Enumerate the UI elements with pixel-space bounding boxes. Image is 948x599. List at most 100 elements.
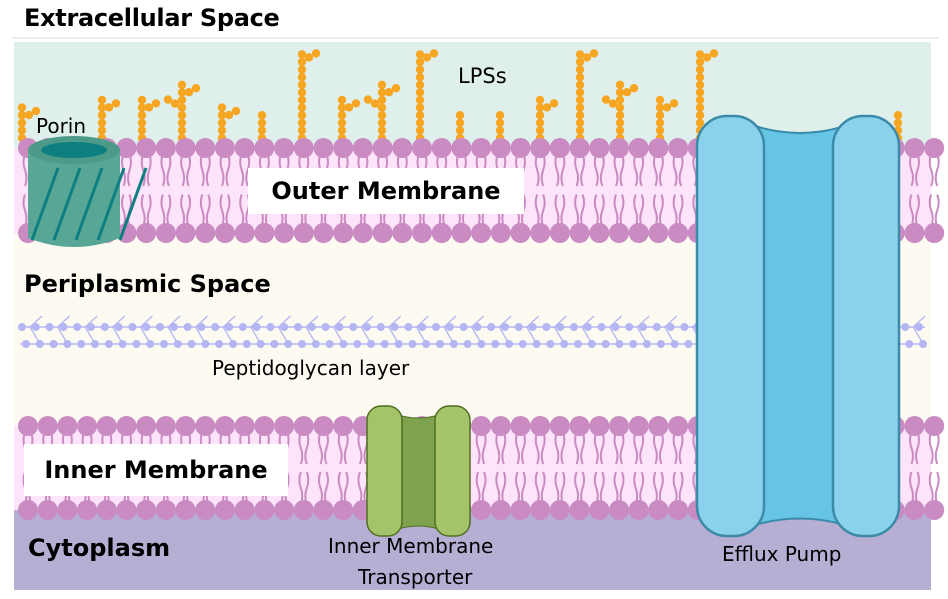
porin-protein[interactable] (28, 136, 148, 247)
lipid-head (333, 416, 354, 436)
peptide-crosslink (609, 326, 621, 345)
lps-sugar (257, 118, 267, 128)
lipid-tail (560, 153, 566, 187)
lps-sugar (495, 118, 505, 128)
lps-sugar (415, 57, 425, 67)
lps-sugar (177, 126, 187, 135)
lipid-head (195, 223, 216, 243)
lipid-tail (540, 194, 546, 227)
glycan-unit (225, 323, 233, 331)
lps-sugar (455, 111, 465, 120)
lps-sugar (97, 111, 107, 120)
beta-strand (118, 167, 148, 241)
lipid-head (195, 500, 216, 520)
lipid-head (549, 416, 570, 436)
peptide-crosslink (57, 315, 71, 328)
lps-sugar (97, 103, 107, 112)
lps-sugar (177, 95, 187, 105)
lipid-head (431, 138, 452, 158)
lipid-head (37, 416, 58, 436)
lipid-head (254, 500, 275, 520)
peptide-crosslink (443, 326, 455, 345)
lipid-head (510, 223, 531, 243)
lps-sugar (31, 106, 41, 116)
lps-sugar (363, 95, 373, 104)
peptide-crosslink (250, 315, 264, 328)
glycan-unit (639, 323, 647, 331)
lps-sugar (615, 80, 625, 90)
peptide-crosslink (498, 315, 512, 328)
glycan-unit (87, 323, 95, 331)
lps-sugar (575, 118, 585, 128)
lipid-tail (22, 194, 28, 227)
lipid-tail (580, 431, 586, 465)
glycan-unit (18, 323, 26, 331)
lps-sugar (344, 103, 354, 112)
lipid-tail (127, 153, 132, 187)
glycan-unit (597, 323, 606, 331)
lipid-tail (593, 194, 599, 227)
lipid-tail (678, 153, 684, 187)
lipid-tail (580, 153, 586, 187)
lipid-tail (534, 431, 540, 465)
lps-sugar (97, 95, 107, 105)
peptide-crosslink (84, 315, 98, 328)
peptide-crosslink (277, 315, 291, 328)
lipid-tail (534, 471, 540, 505)
lipid-head (924, 223, 945, 243)
lipid-tail (534, 153, 540, 187)
lipid-tail (199, 153, 205, 187)
lipid-tail (186, 153, 192, 187)
lps-sugar (542, 103, 552, 112)
lipid-head (234, 416, 255, 436)
lipid-head (116, 138, 137, 158)
lps-sugar (589, 49, 599, 58)
lipid-head (57, 500, 78, 520)
lps-sugar (695, 80, 705, 90)
lipid-head (648, 500, 669, 520)
lipid-tail (318, 471, 323, 505)
lps-sugar (304, 53, 314, 62)
lps-sugar (297, 118, 307, 128)
lipid-head (510, 500, 531, 520)
transporter-right-subunit (434, 405, 471, 537)
lps-sugar (495, 111, 505, 120)
lipid-tail (580, 194, 586, 227)
lps-sugar (662, 103, 672, 112)
lipid-head (549, 500, 570, 520)
lipid-head (549, 138, 570, 158)
lipid-tail (639, 431, 645, 465)
glycan-unit (583, 323, 592, 331)
lipid-head (569, 416, 590, 436)
lps-sugar (535, 95, 545, 105)
efflux-pump[interactable] (695, 114, 901, 538)
lipid-tail (658, 471, 664, 505)
lps-sugar (695, 111, 705, 120)
lipid-tail (599, 194, 605, 227)
lipid-head (274, 223, 295, 243)
lipid-head (352, 138, 373, 158)
glycan-unit (142, 323, 151, 331)
peptide-crosslink (388, 315, 402, 328)
lipid-tail (540, 471, 546, 505)
glycan-unit (491, 340, 500, 348)
glycan-unit (656, 340, 665, 348)
glycan-unit (463, 340, 472, 348)
lps-sugar (695, 103, 705, 112)
lipid-head (648, 138, 669, 158)
lipid-tail (495, 431, 501, 465)
lipid-tail (304, 471, 310, 505)
lipid-head (668, 416, 689, 436)
lipid-head (609, 416, 629, 436)
lipid-head (77, 416, 98, 436)
peptide-crosslink (250, 326, 262, 345)
lps-sugar (629, 84, 639, 93)
lps-sugar (415, 118, 425, 128)
peptide-crosslink (636, 326, 648, 345)
lps-sugar (177, 80, 187, 90)
peptide-crosslink (664, 326, 676, 345)
lipid-tail (186, 194, 192, 227)
inner-membrane-transporter[interactable] (366, 405, 471, 537)
glycan-unit (132, 340, 141, 348)
lipid-tail (599, 431, 605, 465)
